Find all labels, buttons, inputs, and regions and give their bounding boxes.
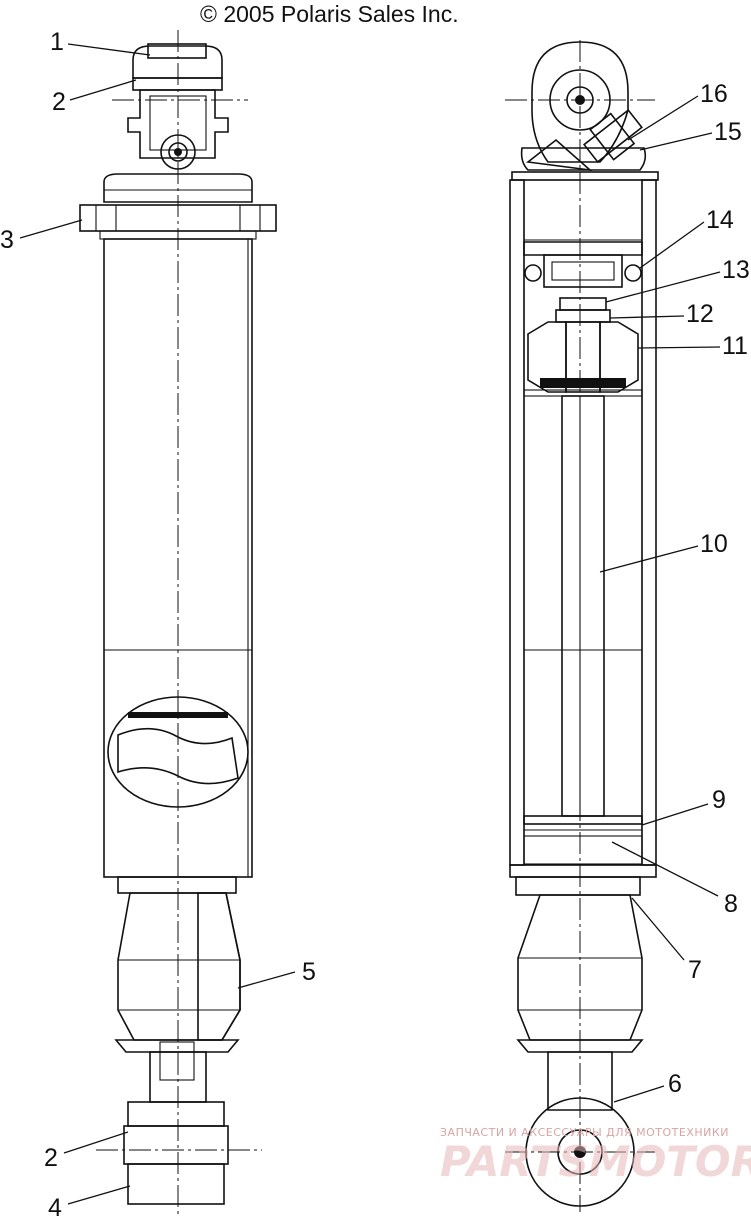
left-callouts: 1 2 3 5 2 4 [0,28,316,1218]
callout-1: 1 [50,28,64,56]
right-callouts: 16 15 14 13 12 11 10 9 8 7 6 [599,80,750,1103]
left-shock-exterior [79,30,277,1215]
callout-8: 8 [724,890,738,918]
right-shock-cutaway [505,40,659,1212]
watermark: ЗАПЧАСТИ И АКСЕССУАРЫ ДЛЯ МОТОТЕХНИКИ PA… [440,1126,751,1186]
callout-10: 10 [700,530,728,558]
callout-2-bottom: 2 [44,1144,58,1172]
callout-6: 6 [668,1070,682,1098]
callout-2-top: 2 [52,88,66,116]
callout-12: 12 [686,300,714,328]
callout-4: 4 [48,1194,62,1218]
callout-11: 11 [722,332,748,360]
callout-3: 3 [0,226,14,254]
watermark-tagline: ЗАПЧАСТИ И АКСЕССУАРЫ ДЛЯ МОТОТЕХНИКИ [440,1126,729,1139]
copyright-text: © 2005 Polaris Sales Inc. [200,1,459,27]
callout-14: 14 [706,206,734,234]
callout-7: 7 [688,956,702,984]
watermark-brand: PARTSMOTOR.RU [440,1137,751,1186]
callout-15: 15 [714,118,742,146]
callout-13: 13 [722,256,750,284]
callout-5: 5 [302,958,316,986]
callout-9: 9 [712,786,726,814]
callout-16: 16 [700,80,728,108]
